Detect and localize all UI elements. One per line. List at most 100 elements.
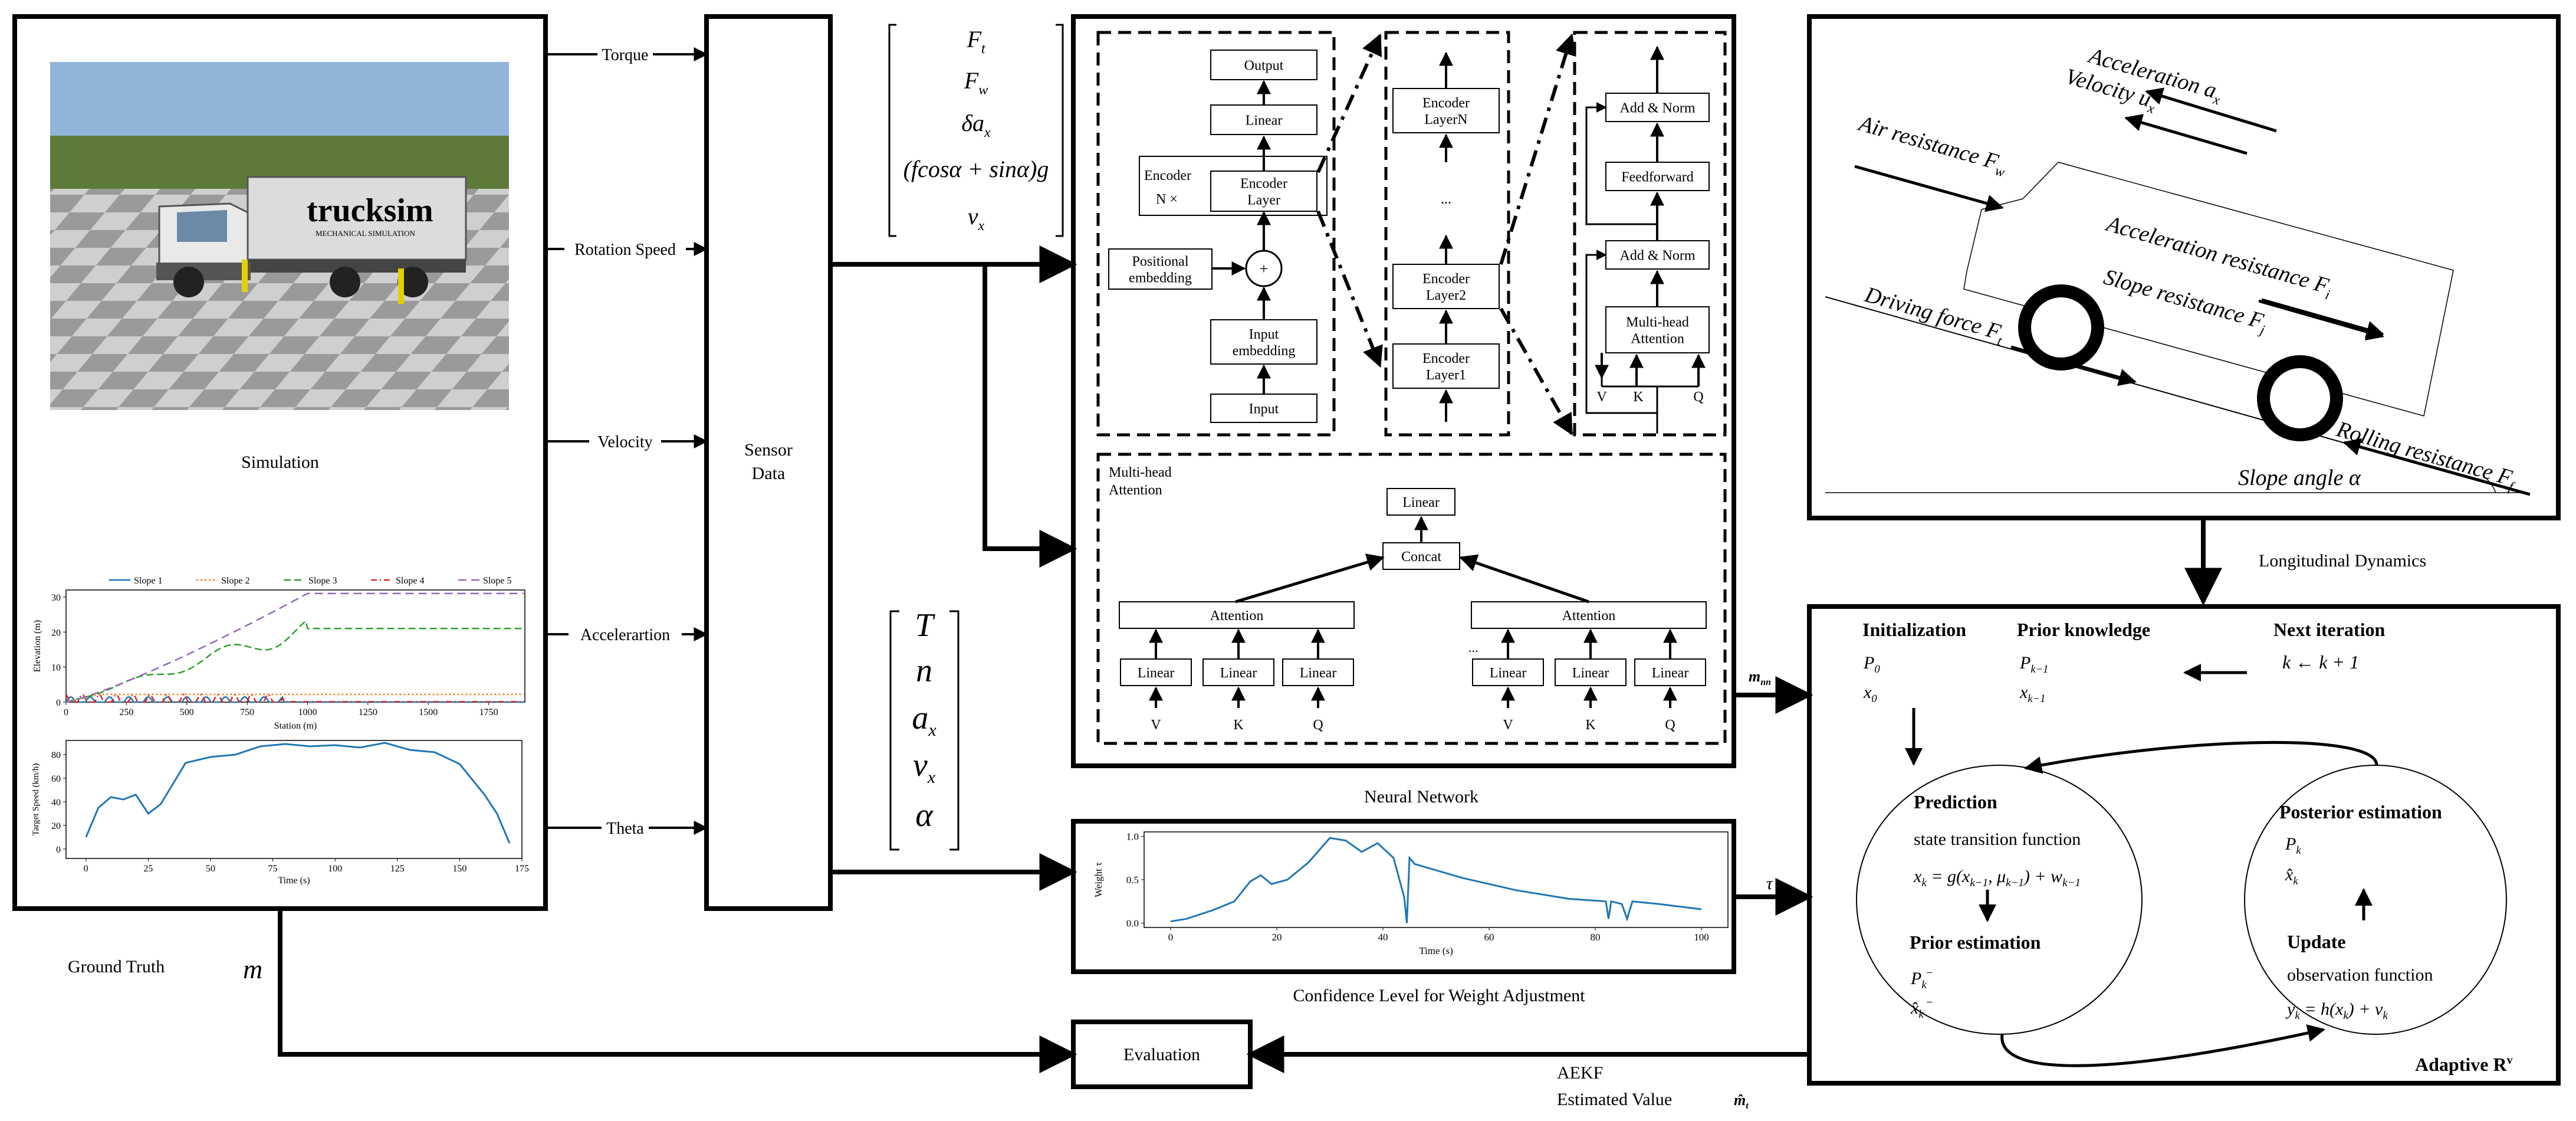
prior-p: Pk−1 xyxy=(2019,653,2048,676)
x-tick-label: 1000 xyxy=(298,707,317,717)
eq-sub: k xyxy=(2343,1009,2348,1022)
aekf-input-arrows xyxy=(1734,676,1813,916)
x-tick-label: 500 xyxy=(180,707,194,717)
post-p: Pk xyxy=(2285,834,2301,857)
sup-minus: − xyxy=(1926,966,1934,979)
zoom-line xyxy=(1316,33,1382,173)
vkq-label: V xyxy=(1596,389,1607,405)
input-entry: n xyxy=(916,653,932,689)
encoder-group xyxy=(1139,156,1328,216)
signal-label-bg xyxy=(564,237,686,258)
qkv-linear-box-text: Linear xyxy=(1490,666,1527,681)
slope-2-line xyxy=(65,693,524,703)
feedforward-box xyxy=(1605,162,1710,191)
y-axis-label: Elevation (m) xyxy=(32,620,42,672)
y-axis-label: Weight τ xyxy=(1093,862,1104,897)
x-tick-label: 75 xyxy=(268,864,278,874)
feature-main: F xyxy=(966,26,981,53)
eq-sub: k xyxy=(1921,877,1927,889)
adaptive-label: Adaptive Rv xyxy=(2415,1054,2513,1075)
weight-line xyxy=(1170,837,1702,923)
sensor-line2: Data xyxy=(752,464,786,483)
detail-dashed-box xyxy=(1573,31,1727,437)
attention-box-text: Attention xyxy=(1210,608,1264,624)
sensor-data-box xyxy=(704,14,833,911)
truck-brand: trucksim xyxy=(307,192,433,229)
x-tick-label: 0 xyxy=(1168,932,1174,943)
encoder-label: Encoder xyxy=(1144,168,1191,183)
init-x: x0 xyxy=(1863,683,1877,705)
prior-knowledge-title: Prior knowledge xyxy=(2017,619,2150,640)
to-concat xyxy=(1235,553,1385,604)
ground-truth-label: Ground Truth xyxy=(68,957,165,976)
x-tick-label: 0 xyxy=(64,707,68,717)
linear-box-text: Linear xyxy=(1246,113,1283,128)
evaluation-label: Evaluation xyxy=(1123,1045,1200,1064)
mha-title: Multi-head xyxy=(1109,465,1172,480)
qkv-linear-box xyxy=(1282,658,1354,686)
x-axis-label: Station (m) xyxy=(274,721,317,731)
prediction-ellipse xyxy=(1856,765,2143,1035)
zoom-line xyxy=(1316,210,1383,368)
x-tick-label: 60 xyxy=(1484,932,1494,943)
input-main: α xyxy=(915,797,934,834)
y-tick-label: 0.5 xyxy=(1126,874,1139,886)
x-tick-label: 1250 xyxy=(359,707,377,717)
x-tick-label: 25 xyxy=(143,864,153,874)
init-x-main: x xyxy=(1863,683,1872,702)
evaluation-connectors xyxy=(278,909,1809,1073)
zoom-line xyxy=(1499,33,1576,265)
adaptive-main: Adaptive R xyxy=(2415,1054,2507,1075)
output-box-text: Output xyxy=(1244,58,1284,73)
prior-est-x-sub: k xyxy=(1918,1008,1924,1021)
bracket-left xyxy=(888,24,896,237)
nn-caption: Neural Network xyxy=(1364,787,1478,807)
y-tick-label: 1.0 xyxy=(1126,831,1139,842)
vkq-label: V xyxy=(1151,717,1161,733)
trucksim-picture: trucksim MECHANICAL SIMULATION xyxy=(50,62,509,410)
input-main: v xyxy=(913,747,928,784)
encoder-layer1-box-text: Layer1 xyxy=(1426,368,1466,383)
y-tick-label: 20 xyxy=(51,821,61,831)
obs-fn-label: observation function xyxy=(2287,965,2433,985)
post-x: x̂k xyxy=(2285,865,2298,887)
input-entry: ax xyxy=(912,700,937,740)
y-tick-label: 0.0 xyxy=(1126,918,1139,929)
eq-part: , μ xyxy=(1988,867,2006,886)
initialization-title: Initialization xyxy=(1862,619,1966,640)
signal-label: Rotation Speed xyxy=(574,241,676,259)
estimated-value-label: Estimated Value xyxy=(1557,1090,1672,1109)
x-axis-label: Time (s) xyxy=(1419,945,1453,956)
zoom-line xyxy=(1499,307,1573,436)
signal-label: Velocity xyxy=(597,433,652,451)
y-tick-label: 60 xyxy=(51,774,61,784)
vkq-label: Q xyxy=(1665,717,1675,733)
eq-sub: k−1 xyxy=(2062,877,2081,889)
adaptive-sup: v xyxy=(2507,1054,2513,1067)
prior-p-sub: k−1 xyxy=(2030,663,2048,676)
tau-label: τ xyxy=(1766,874,1773,893)
encoder-layer1-box-text: Encoder xyxy=(1422,351,1470,366)
add-norm-bottom-box-text: Add & Norm xyxy=(1620,248,1696,263)
encoder-layer1-box xyxy=(1392,343,1500,389)
stack-dashed-box xyxy=(1384,31,1510,437)
x-axis-label: Time (s) xyxy=(278,876,310,886)
legend-label: Slope 3 xyxy=(308,576,337,586)
signal-label: Torque xyxy=(602,46,649,64)
x-tick-label: 150 xyxy=(452,864,466,874)
qkv-linear-box-text: Linear xyxy=(1572,666,1609,681)
feature-sub: x xyxy=(978,218,985,234)
slope-angle-label: Slope angle α xyxy=(2238,466,2361,490)
x-tick-label: 100 xyxy=(1694,932,1709,943)
eq-part: ) + v xyxy=(2347,999,2383,1019)
y-tick-label: 30 xyxy=(51,593,61,603)
encoder-layern-box-text: Encoder xyxy=(1422,96,1470,111)
air-resistance-arrow xyxy=(1854,165,2004,212)
attention-box xyxy=(1119,601,1355,629)
